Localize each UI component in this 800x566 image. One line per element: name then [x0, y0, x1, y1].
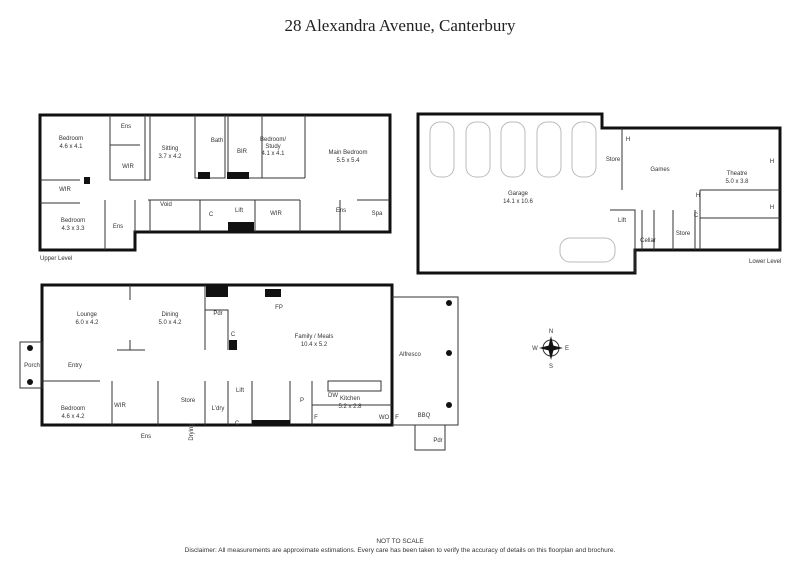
room-label: WO — [379, 415, 390, 421]
room-label: P — [300, 398, 304, 404]
room-label: Theatre — [727, 171, 748, 177]
compass-east: E — [565, 346, 569, 352]
room-label: Lift — [235, 208, 243, 214]
room-size: 4.6 x 4.1 — [59, 144, 83, 150]
level-label: Lower Level — [749, 259, 781, 265]
scale-note: NOT TO SCALE — [376, 538, 424, 545]
level-label: Upper Level — [40, 256, 72, 262]
room-label: F — [314, 415, 318, 421]
room-label: Pdr — [213, 311, 222, 317]
room-label: Main Bedroom — [328, 150, 367, 156]
room-label: Lounge — [77, 312, 98, 318]
room-label: Store — [181, 398, 196, 404]
room-size: 5.2 x 2.8 — [338, 404, 362, 410]
room-size: 10.4 x 5.2 — [301, 342, 328, 348]
room-label: FP — [275, 305, 283, 311]
room-label: Ens — [141, 434, 151, 440]
room-size: 14.1 x 10.6 — [503, 199, 533, 205]
room-label: WIR — [59, 187, 71, 193]
room-size: 5.5 x 5.4 — [336, 158, 360, 164]
room-label: Lift — [236, 388, 244, 394]
upper-level-plan: Bedroom 4.6 x 4.1 Ens WIR Sitting 3.7 x … — [38, 113, 392, 262]
disclaimer: Disclaimer: All measurements are approxi… — [184, 547, 616, 554]
room-label: Dining — [161, 312, 178, 318]
room-label: L'dry — [212, 406, 225, 412]
room-label: Sitting — [162, 146, 179, 152]
heater-label: H — [626, 137, 630, 143]
room-size: 6.0 x 4.2 — [75, 320, 99, 326]
room-label: Games — [650, 167, 669, 173]
heater-label: H — [770, 205, 774, 211]
room-label: Kitchen — [340, 396, 360, 402]
room-label: C — [235, 421, 240, 427]
compass-west: W — [532, 346, 538, 352]
compass-icon: N S E W — [532, 329, 569, 370]
room-size: 4.6 x 4.2 — [61, 414, 85, 420]
room-label: Ens — [121, 124, 131, 130]
room-label: Pdr — [433, 438, 442, 444]
room-label: Bedroom/ — [260, 137, 286, 143]
room-label: WIR — [114, 403, 126, 409]
heater-label: H — [696, 193, 700, 199]
room-label: Family / Meals — [295, 334, 334, 340]
room-label: F — [395, 415, 399, 421]
room-label: Drying — [189, 423, 195, 440]
room-label: Lift — [618, 218, 626, 224]
room-size: 4.3 x 3.3 — [61, 226, 85, 232]
room-size: 5.0 x 4.2 — [158, 320, 182, 326]
room-label: WIR — [270, 211, 282, 217]
room-label: Bath — [211, 138, 223, 144]
room-label: Bedroom — [59, 136, 83, 142]
room-label: C — [231, 332, 236, 338]
room-size: 4.1 x 4.1 — [261, 151, 285, 157]
lower-level-plan: Garage 14.1 x 10.6 Store Games Theatre 5… — [416, 112, 782, 275]
room-label: Ens — [113, 224, 123, 230]
room-label: Bedroom — [61, 218, 85, 224]
room-label: Porch — [24, 363, 40, 369]
footer: NOT TO SCALE Disclaimer: All measurement… — [0, 537, 800, 555]
room-label: Alfresco — [399, 352, 421, 358]
compass-south: S — [549, 364, 553, 370]
room-label: Bedroom — [61, 406, 85, 412]
ground-level-plan: Lounge 6.0 x 4.2 Dining 5.0 x 4.2 Pdr C … — [19, 283, 459, 451]
room-label: Study — [265, 144, 280, 150]
heater-label: H — [770, 159, 774, 165]
room-label: WIR — [122, 164, 134, 170]
room-label: Store — [606, 157, 621, 163]
room-label: Cellar — [640, 238, 656, 244]
room-label: Spa — [372, 211, 383, 217]
room-label: Ens — [336, 208, 346, 214]
room-label: Garage — [508, 191, 529, 197]
room-label: Entry — [68, 363, 82, 369]
room-label: C — [209, 212, 214, 218]
room-label: BIR — [237, 149, 248, 155]
room-size: 3.7 x 4.2 — [158, 154, 182, 160]
compass-north: N — [549, 329, 553, 335]
plan-title: 28 Alexandra Avenue, Canterbury — [284, 16, 516, 35]
room-label: DW — [328, 393, 338, 399]
room-label: BBQ — [418, 413, 431, 419]
room-label: Store — [676, 231, 691, 237]
room-label: Void — [160, 202, 172, 208]
room-size: 5.0 x 3.8 — [725, 179, 749, 185]
room-label: C — [694, 213, 699, 219]
